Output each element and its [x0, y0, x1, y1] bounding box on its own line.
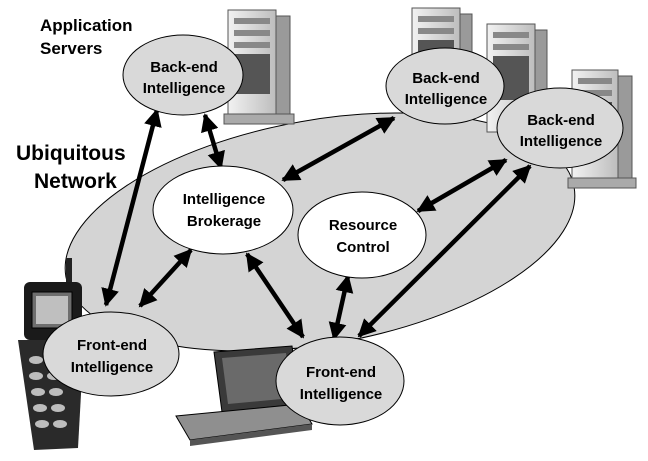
backend-node-1	[122, 34, 244, 116]
ubiquitous-network-label-line2: Network	[34, 170, 117, 193]
brokerage-node	[152, 165, 294, 255]
backend-3-label-line2: Intelligence	[520, 133, 603, 150]
arrow-resource-frontend-laptop	[328, 274, 354, 341]
frontend-laptop-node	[275, 336, 405, 426]
arrow-backend1-brokerage	[201, 113, 225, 170]
frontend-phone-label-line1: Front-end	[77, 337, 147, 354]
application-servers-label-line1: Application	[40, 16, 133, 35]
resource-control-label-line2: Control	[336, 239, 389, 256]
backend-3-label-line1: Back-end	[527, 112, 595, 129]
frontend-phone-label-line2: Intelligence	[71, 359, 154, 376]
resource-control-label-line1: Resource	[329, 217, 397, 234]
arrow-backend1-frontend-phone	[101, 108, 162, 307]
backend-2-label-line2: Intelligence	[405, 91, 488, 108]
arrow-brokerage-frontend-phone	[138, 248, 193, 308]
frontend-laptop-label-line2: Intelligence	[300, 386, 383, 403]
ubiquitous-network-label-line1: Ubiquitous	[16, 142, 126, 165]
server-tower-icon	[223, 9, 295, 125]
resource-control-node	[297, 191, 427, 279]
arrow-backend3-frontend-laptop	[357, 164, 532, 338]
backend-1-label-line2: Intelligence	[143, 80, 226, 97]
brokerage-label-line2: Brokerage	[187, 213, 261, 230]
arrow-brokerage-frontend-laptop	[245, 252, 305, 339]
backend-node-2	[385, 47, 505, 125]
frontend-laptop-label-line1: Front-end	[306, 364, 376, 381]
backend-node-3	[496, 87, 624, 169]
arrow-backend2-brokerage	[281, 116, 396, 182]
backend-2-label-line1: Back-end	[412, 70, 480, 87]
connection-arrows	[101, 108, 532, 341]
frontend-phone-node	[42, 311, 180, 397]
backend-1-label-line1: Back-end	[150, 59, 218, 76]
brokerage-label-line1: Intelligence	[183, 191, 266, 208]
application-servers-label-line2: Servers	[40, 39, 102, 58]
laptop-icon	[175, 345, 313, 446]
